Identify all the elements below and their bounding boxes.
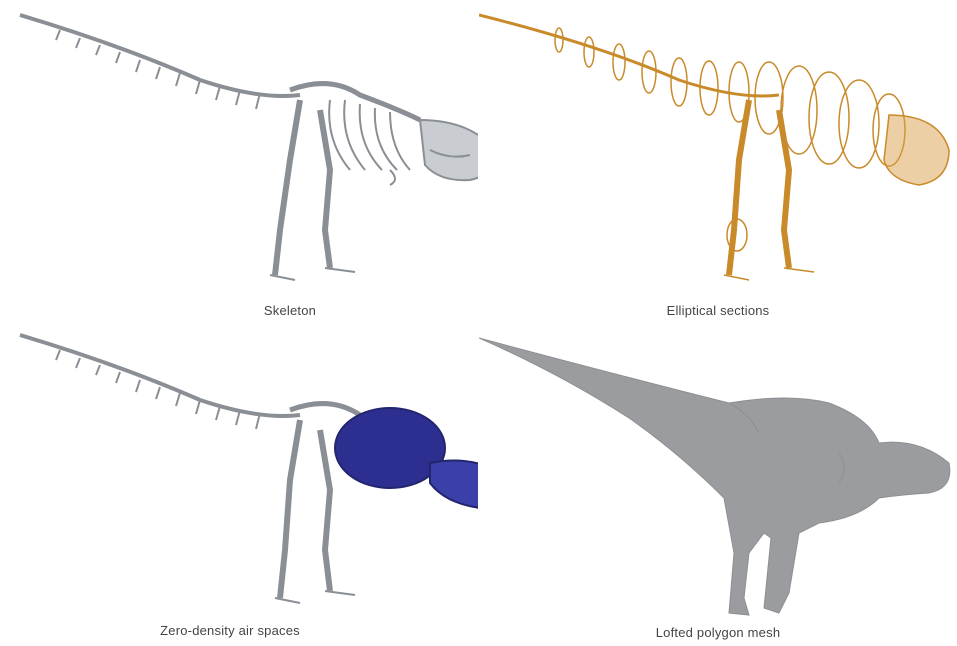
panel-air-spaces: Zero-density air spaces (0, 323, 478, 646)
polygon-mesh-figure (479, 323, 957, 623)
caption-air-spaces: Zero-density air spaces (30, 623, 430, 638)
skeleton-figure (0, 0, 478, 300)
panel-polygon-mesh: Lofted polygon mesh (479, 323, 957, 646)
caption-polygon-mesh: Lofted polygon mesh (479, 625, 957, 640)
air-spaces-figure (0, 323, 478, 623)
panel-elliptical-sections: Elliptical sections (479, 0, 957, 323)
elliptical-sections-figure (479, 0, 957, 300)
panel-skeleton: Skeleton (0, 0, 478, 323)
caption-elliptical-sections: Elliptical sections (479, 303, 957, 318)
caption-skeleton: Skeleton (50, 303, 530, 318)
